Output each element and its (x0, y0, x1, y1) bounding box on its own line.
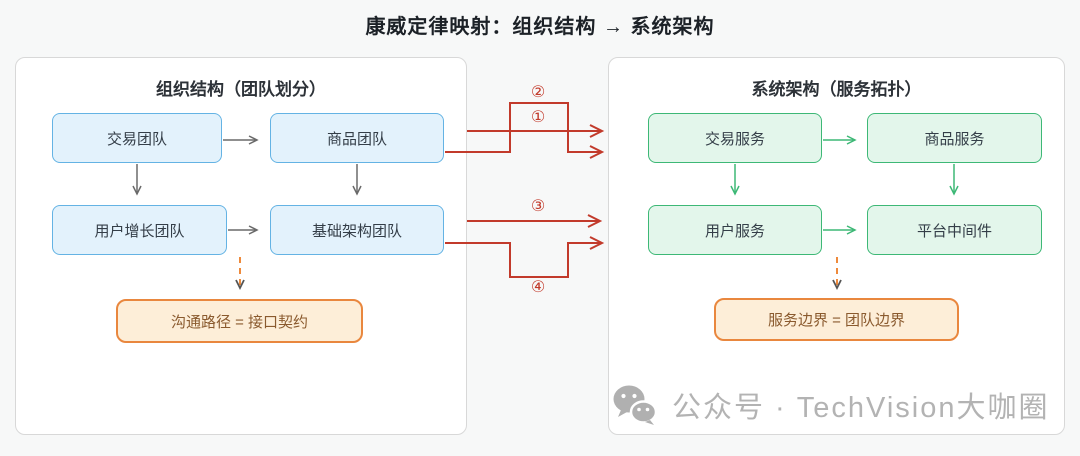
page-title: 康威定律映射：组织结构 → 系统架构 (365, 16, 715, 38)
watermark-text: 公众号 · TechVision大咖圈 (672, 392, 1050, 424)
mapping-arrow-2 (445, 102, 605, 159)
watermark: 公众号 · TechVision大咖圈 (612, 384, 1050, 426)
sys-box-platform-middleware: 平台中间件 (867, 205, 1042, 255)
wechat-icon (613, 385, 658, 425)
org-box-growth-team: 用户增长团队 (52, 205, 227, 255)
mapping-label-3: ③ (530, 198, 546, 215)
mapping-arrow-4 (445, 236, 605, 278)
org-box-infra-team: 基础架构团队 (270, 205, 444, 255)
mapping-label-2: ② (530, 84, 546, 101)
org-panel-title: 组织结构（团队划分） (156, 80, 326, 99)
org-note-communication-contract: 沟通路径 = 接口契约 (116, 299, 363, 343)
org-box-trade-team: 交易团队 (52, 113, 222, 163)
sys-box-trade-service: 交易服务 (648, 113, 822, 163)
sys-panel-title: 系统架构（服务拓扑） (751, 80, 922, 99)
org-box-product-team: 商品团队 (270, 113, 444, 163)
sys-box-user-service: 用户服务 (648, 205, 822, 255)
mapping-label-1: ① (530, 109, 546, 126)
sys-box-product-service: 商品服务 (867, 113, 1042, 163)
sys-note-service-boundary: 服务边界 = 团队边界 (714, 298, 959, 341)
mapping-label-4: ④ (530, 279, 546, 296)
mapping-arrows (445, 102, 605, 278)
